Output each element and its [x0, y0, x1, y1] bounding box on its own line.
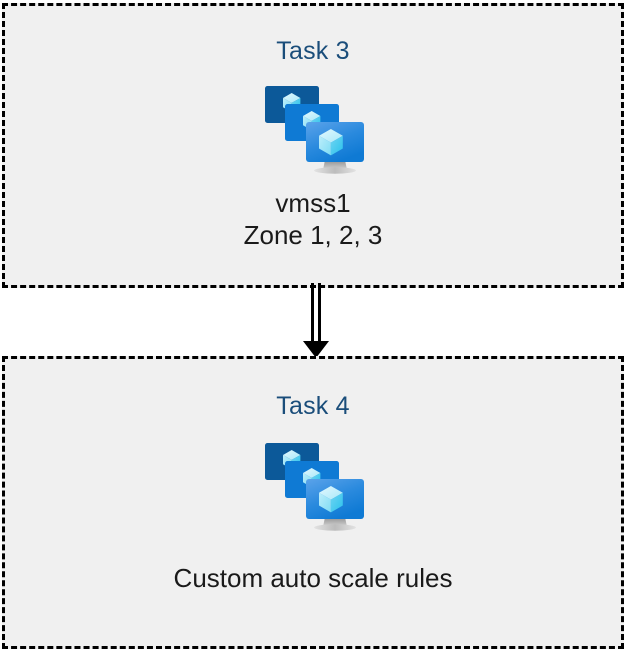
screen-front	[306, 122, 364, 162]
flow-arrow-down	[303, 283, 329, 358]
monitor-stand	[314, 160, 356, 174]
task-title-task-3: Task 3	[276, 37, 350, 65]
caption-line: Custom auto scale rules	[173, 563, 453, 593]
caption-line: Zone 1, 2, 3	[243, 219, 383, 250]
task-title-task-4: Task 4	[276, 392, 350, 420]
task-caption-task-4: Custom auto scale rules	[174, 563, 453, 595]
vm-scale-set-icon	[261, 82, 365, 174]
task-caption-task-3: vmss1 Zone 1, 2, 3	[244, 188, 383, 251]
task-box-task-3[interactable]: Task 3	[2, 3, 624, 288]
vm-scale-set-icon	[261, 439, 365, 531]
task-box-task-4[interactable]: Task 4	[2, 356, 624, 649]
caption-line: vmss1	[275, 188, 351, 218]
monitor-stand	[314, 517, 356, 531]
screen-front	[306, 479, 364, 519]
